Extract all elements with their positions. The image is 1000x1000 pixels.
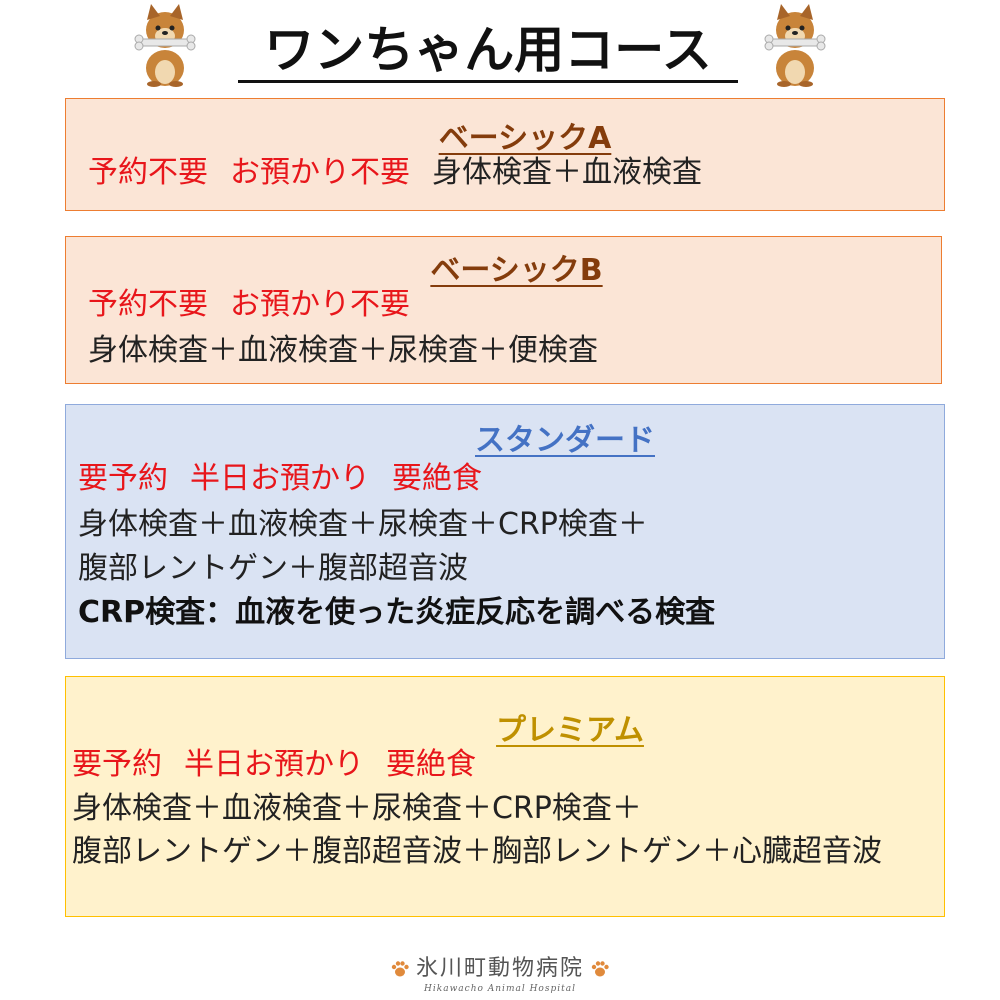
condition-reservation: 要予約 bbox=[78, 461, 168, 496]
course-name: ベーシックA bbox=[438, 121, 612, 156]
hospital-logo: 氷川町動物病院 bbox=[0, 950, 1000, 982]
condition-boarding: 半日お預かり bbox=[184, 747, 364, 782]
hospital-name: 氷川町動物病院 bbox=[415, 956, 584, 981]
page-title: ワンちゃん用コース bbox=[238, 20, 738, 83]
course-tests: 身体検査＋血液検査＋尿検査＋便検査 bbox=[88, 333, 598, 368]
hospital-footer: 氷川町動物病院 Hikawacho Animal Hospital bbox=[0, 950, 1000, 994]
condition-boarding: お預かり不要 bbox=[230, 287, 410, 322]
course-card-basic-a: ベーシックA 予約不要お預かり不要身体検査＋血液検査 bbox=[65, 98, 945, 211]
course-tests-line-2: 腹部レントゲン＋腹部超音波 bbox=[78, 551, 468, 586]
course-tests: 身体検査＋血液検査 bbox=[432, 155, 702, 190]
condition-boarding: 半日お預かり bbox=[190, 461, 370, 496]
course-name: スタンダード bbox=[475, 423, 655, 458]
course-conditions: 予約不要お預かり不要 bbox=[88, 283, 410, 327]
condition-boarding: お預かり不要 bbox=[230, 155, 410, 190]
course-conditions: 要予約半日お預かり要絶食 bbox=[78, 457, 482, 501]
paw-icon bbox=[391, 961, 409, 977]
course-tests-line-2: 腹部レントゲン＋腹部超音波＋胸部レントゲン＋心臓超音波 bbox=[72, 834, 882, 869]
course-card-premium: プレミアム 要予約半日お預かり要絶食 身体検査＋血液検査＋尿検査＋CRP検査＋ … bbox=[65, 676, 945, 917]
course-card-standard: スタンダード 要予約半日お預かり要絶食 身体検査＋血液検査＋尿検査＋CRP検査＋… bbox=[65, 404, 945, 659]
course-tests-line-1: 身体検査＋血液検査＋尿検査＋CRP検査＋ bbox=[78, 507, 648, 542]
dog-with-bone-icon bbox=[764, 4, 826, 87]
condition-fasting: 要絶食 bbox=[392, 461, 482, 496]
condition-reservation: 予約不要 bbox=[88, 287, 208, 322]
course-name: プレミアム bbox=[496, 713, 644, 748]
condition-reservation: 要予約 bbox=[72, 747, 162, 782]
crp-note: CRP検査：血液を使った炎症反応を調べる検査 bbox=[78, 595, 716, 630]
course-conditions: 要予約半日お預かり要絶食 bbox=[72, 743, 476, 787]
course-tests-line-1: 身体検査＋血液検査＋尿検査＋CRP検査＋ bbox=[72, 791, 642, 826]
dog-with-bone-icon bbox=[134, 4, 196, 87]
paw-icon bbox=[591, 961, 609, 977]
course-card-basic-b: ベーシックB 予約不要お預かり不要 身体検査＋血液検査＋尿検査＋便検査 bbox=[65, 236, 942, 384]
hospital-name-en: Hikawacho Animal Hospital bbox=[424, 984, 576, 994]
condition-reservation: 予約不要 bbox=[88, 155, 208, 190]
condition-fasting: 要絶食 bbox=[386, 747, 476, 782]
course-name: ベーシックB bbox=[430, 253, 603, 288]
course-details: 予約不要お預かり不要身体検査＋血液検査 bbox=[88, 151, 702, 195]
